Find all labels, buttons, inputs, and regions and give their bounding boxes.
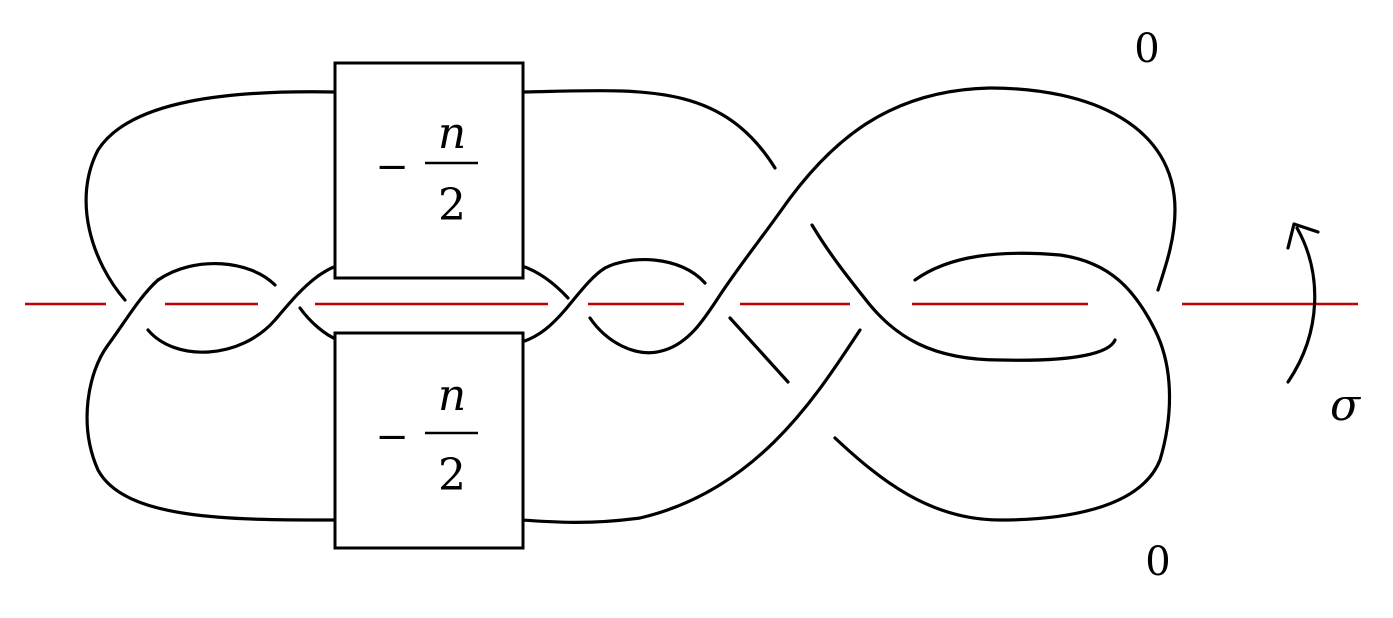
box-denominator: 2 [438, 450, 466, 501]
box-denominator: 2 [438, 180, 466, 231]
strand-middle-top-right [520, 264, 570, 300]
rotation-symbol: σ [1330, 380, 1362, 431]
strand-lower-diagonal [520, 328, 862, 524]
strand-center-eye-top [603, 258, 707, 285]
box-frame [333, 331, 525, 550]
strand-left-eye-top [156, 262, 277, 287]
strand-diagonal-down [810, 223, 1117, 362]
rotation-arrow-icon [1286, 222, 1320, 384]
strand-left-eye-bottom [146, 274, 320, 354]
framing-label-bottom: 0 [1145, 539, 1170, 585]
box-numerator: n [438, 370, 466, 421]
framing-label-top: 0 [1134, 26, 1159, 72]
strand-outer-bottom-left [85, 278, 337, 522]
strand-middle-bottom-right [520, 266, 607, 344]
strand-outer-top-left [84, 90, 337, 302]
strand-middle-bottom-left [298, 306, 340, 342]
box-sign: − [375, 144, 409, 190]
strand-lower-cross [728, 316, 790, 384]
strand-top-connector [520, 89, 777, 170]
strand-big-arc-top [778, 86, 1177, 292]
twist-box-top: − n 2 [333, 61, 525, 280]
box-frame [333, 61, 525, 280]
box-sign: − [375, 414, 409, 460]
box-numerator: n [438, 108, 466, 159]
twist-box-bottom: − n 2 [333, 331, 525, 550]
strand-center-eye-bottom [588, 210, 782, 355]
strand-inner-right-loop [833, 251, 1172, 522]
